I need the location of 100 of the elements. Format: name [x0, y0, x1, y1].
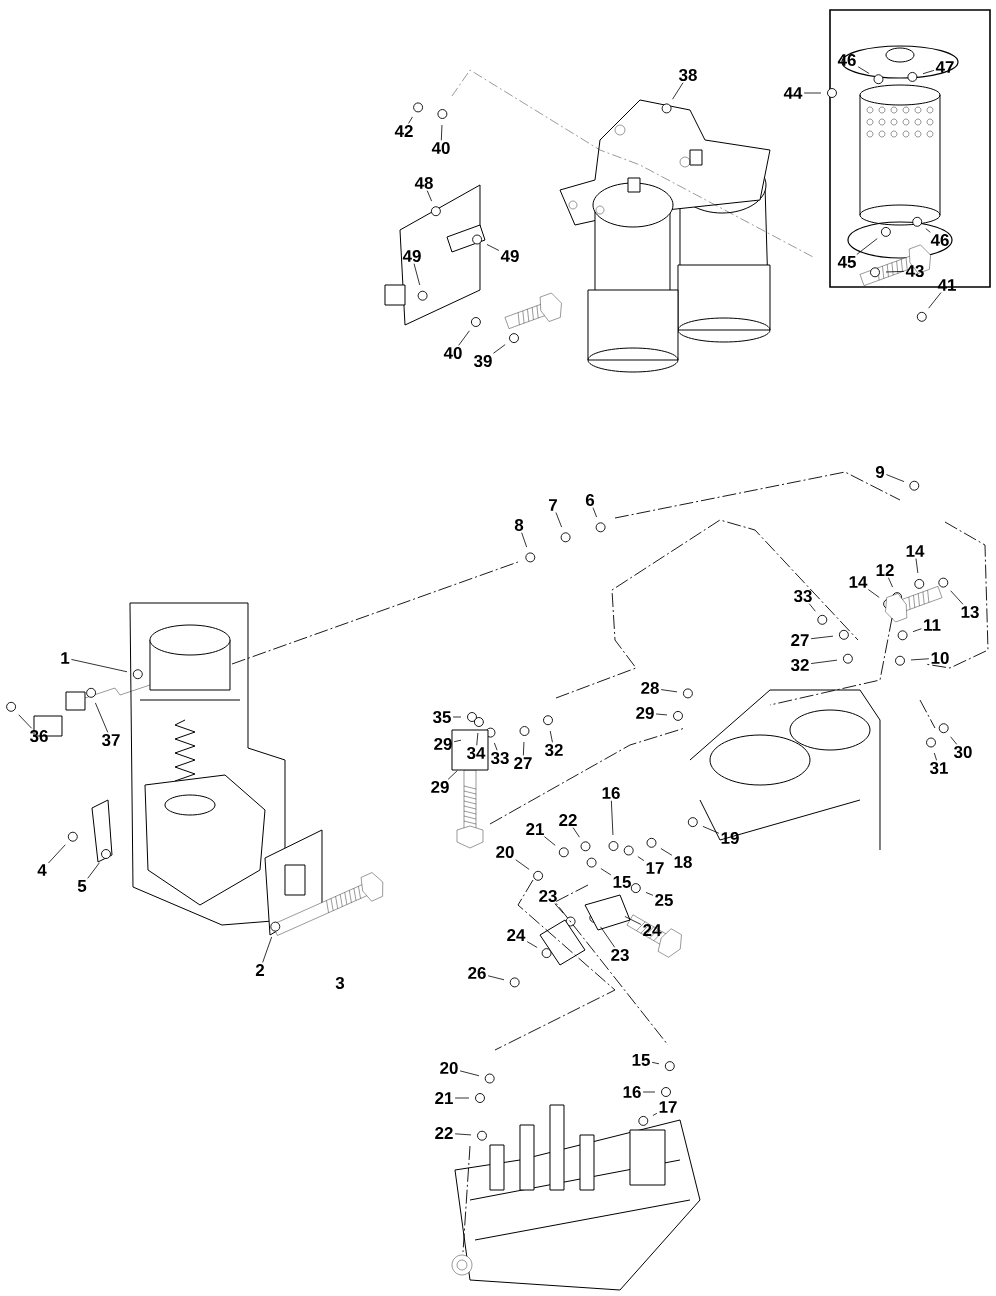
callout-number: 10: [931, 652, 949, 664]
leader-line: [572, 827, 580, 838]
callout-number: 46: [930, 234, 949, 246]
callout-number: 6: [585, 494, 595, 506]
callout-number: 9: [875, 466, 885, 478]
leader-line: [803, 92, 822, 94]
callout-number: 23: [611, 949, 629, 961]
callout-number: 5: [77, 880, 87, 892]
callout-number: 40: [431, 142, 450, 154]
callout-number: 42: [394, 125, 413, 137]
leader-line: [624, 916, 642, 925]
callout-number: 39: [473, 355, 492, 367]
callout-number: 31: [929, 762, 948, 774]
leader-line: [645, 892, 654, 896]
leader-line: [452, 716, 462, 718]
callout-number: 27: [791, 634, 809, 646]
leader-line: [521, 532, 528, 548]
callout-number: 18: [674, 856, 692, 868]
callout-number: 28: [641, 682, 659, 694]
callout-number: 26: [468, 967, 486, 979]
leader-line: [458, 330, 470, 346]
callout-number: 1: [61, 652, 70, 664]
leader-line: [549, 730, 553, 743]
callout-number: 25: [655, 894, 673, 906]
callout-number: 7: [549, 499, 557, 511]
callout-number: 29: [431, 781, 449, 793]
leader-line: [71, 659, 128, 673]
leader-line: [642, 1091, 656, 1093]
leader-line: [886, 474, 905, 483]
leader-line: [810, 659, 838, 664]
leader-line: [922, 70, 935, 75]
leader-line: [888, 577, 893, 588]
callout-number: 27: [514, 757, 532, 769]
leader-line: [655, 713, 668, 716]
callout-number: 38: [678, 69, 697, 81]
leader-line: [48, 844, 66, 864]
leader-line: [493, 742, 498, 751]
leader-line: [544, 836, 556, 846]
leader-line: [651, 1061, 660, 1065]
leader-line: [950, 736, 958, 745]
callout-number: 29: [434, 738, 452, 750]
callout-number: 8: [514, 519, 524, 531]
leader-line: [910, 658, 930, 661]
callout-number: 33: [490, 752, 509, 764]
leader-line: [610, 800, 614, 836]
callout-number: 4: [37, 864, 47, 876]
leader-line: [453, 739, 462, 743]
callout-number: 49: [402, 250, 421, 262]
callout-number: 17: [659, 1101, 677, 1113]
callout-number: 13: [961, 606, 979, 618]
callout-number: 23: [539, 890, 557, 902]
callout-number: 47: [935, 61, 954, 73]
callout-number: 40: [443, 347, 462, 359]
leader-line: [702, 826, 720, 834]
callout-number: 20: [440, 1062, 458, 1074]
leader-line: [18, 714, 33, 729]
leader-line: [672, 82, 684, 100]
leader-line: [660, 848, 673, 856]
callout-number: 22: [435, 1127, 453, 1139]
callout-number: 24: [643, 924, 662, 936]
callout-number: 21: [435, 1092, 453, 1104]
leader-line: [867, 589, 880, 598]
callout-number: 15: [613, 876, 631, 888]
leader-line: [454, 1097, 470, 1099]
leader-line: [637, 856, 645, 861]
leader-line: [915, 558, 919, 574]
callout-number: 21: [526, 823, 544, 835]
callout-number: 11: [924, 619, 941, 631]
leader-line: [87, 862, 100, 879]
leader-line: [447, 770, 458, 780]
leader-line: [856, 238, 878, 255]
callout-number: 12: [876, 564, 894, 576]
leader-line: [522, 741, 525, 756]
leader-line: [652, 1112, 658, 1116]
callout-number: 2: [255, 964, 264, 976]
leader-line: [600, 868, 612, 876]
leader-line: [600, 926, 616, 948]
leader-line: [912, 628, 922, 633]
leader-line: [526, 941, 538, 948]
callout-number: 32: [790, 659, 809, 671]
callout-number: 3: [335, 977, 345, 989]
callout-number: 32: [544, 744, 563, 756]
leader-line: [660, 689, 678, 693]
callout-number: 49: [500, 250, 519, 262]
callout-number: 16: [623, 1086, 641, 1098]
leader-line: [515, 859, 530, 870]
leader-line: [476, 732, 479, 746]
leader-line: [413, 263, 421, 286]
leader-line: [933, 752, 937, 761]
callout-number: 35: [432, 711, 451, 723]
leader-line: [493, 344, 506, 354]
leader-line: [925, 228, 931, 233]
callout-number: 36: [29, 730, 48, 742]
callout-number: 22: [559, 814, 577, 826]
leader-line: [487, 975, 505, 981]
leader-line: [885, 271, 905, 273]
leader-line: [950, 590, 964, 605]
callout-number: 20: [496, 846, 514, 858]
callout-number: 37: [101, 734, 120, 746]
leader-line: [555, 512, 563, 528]
